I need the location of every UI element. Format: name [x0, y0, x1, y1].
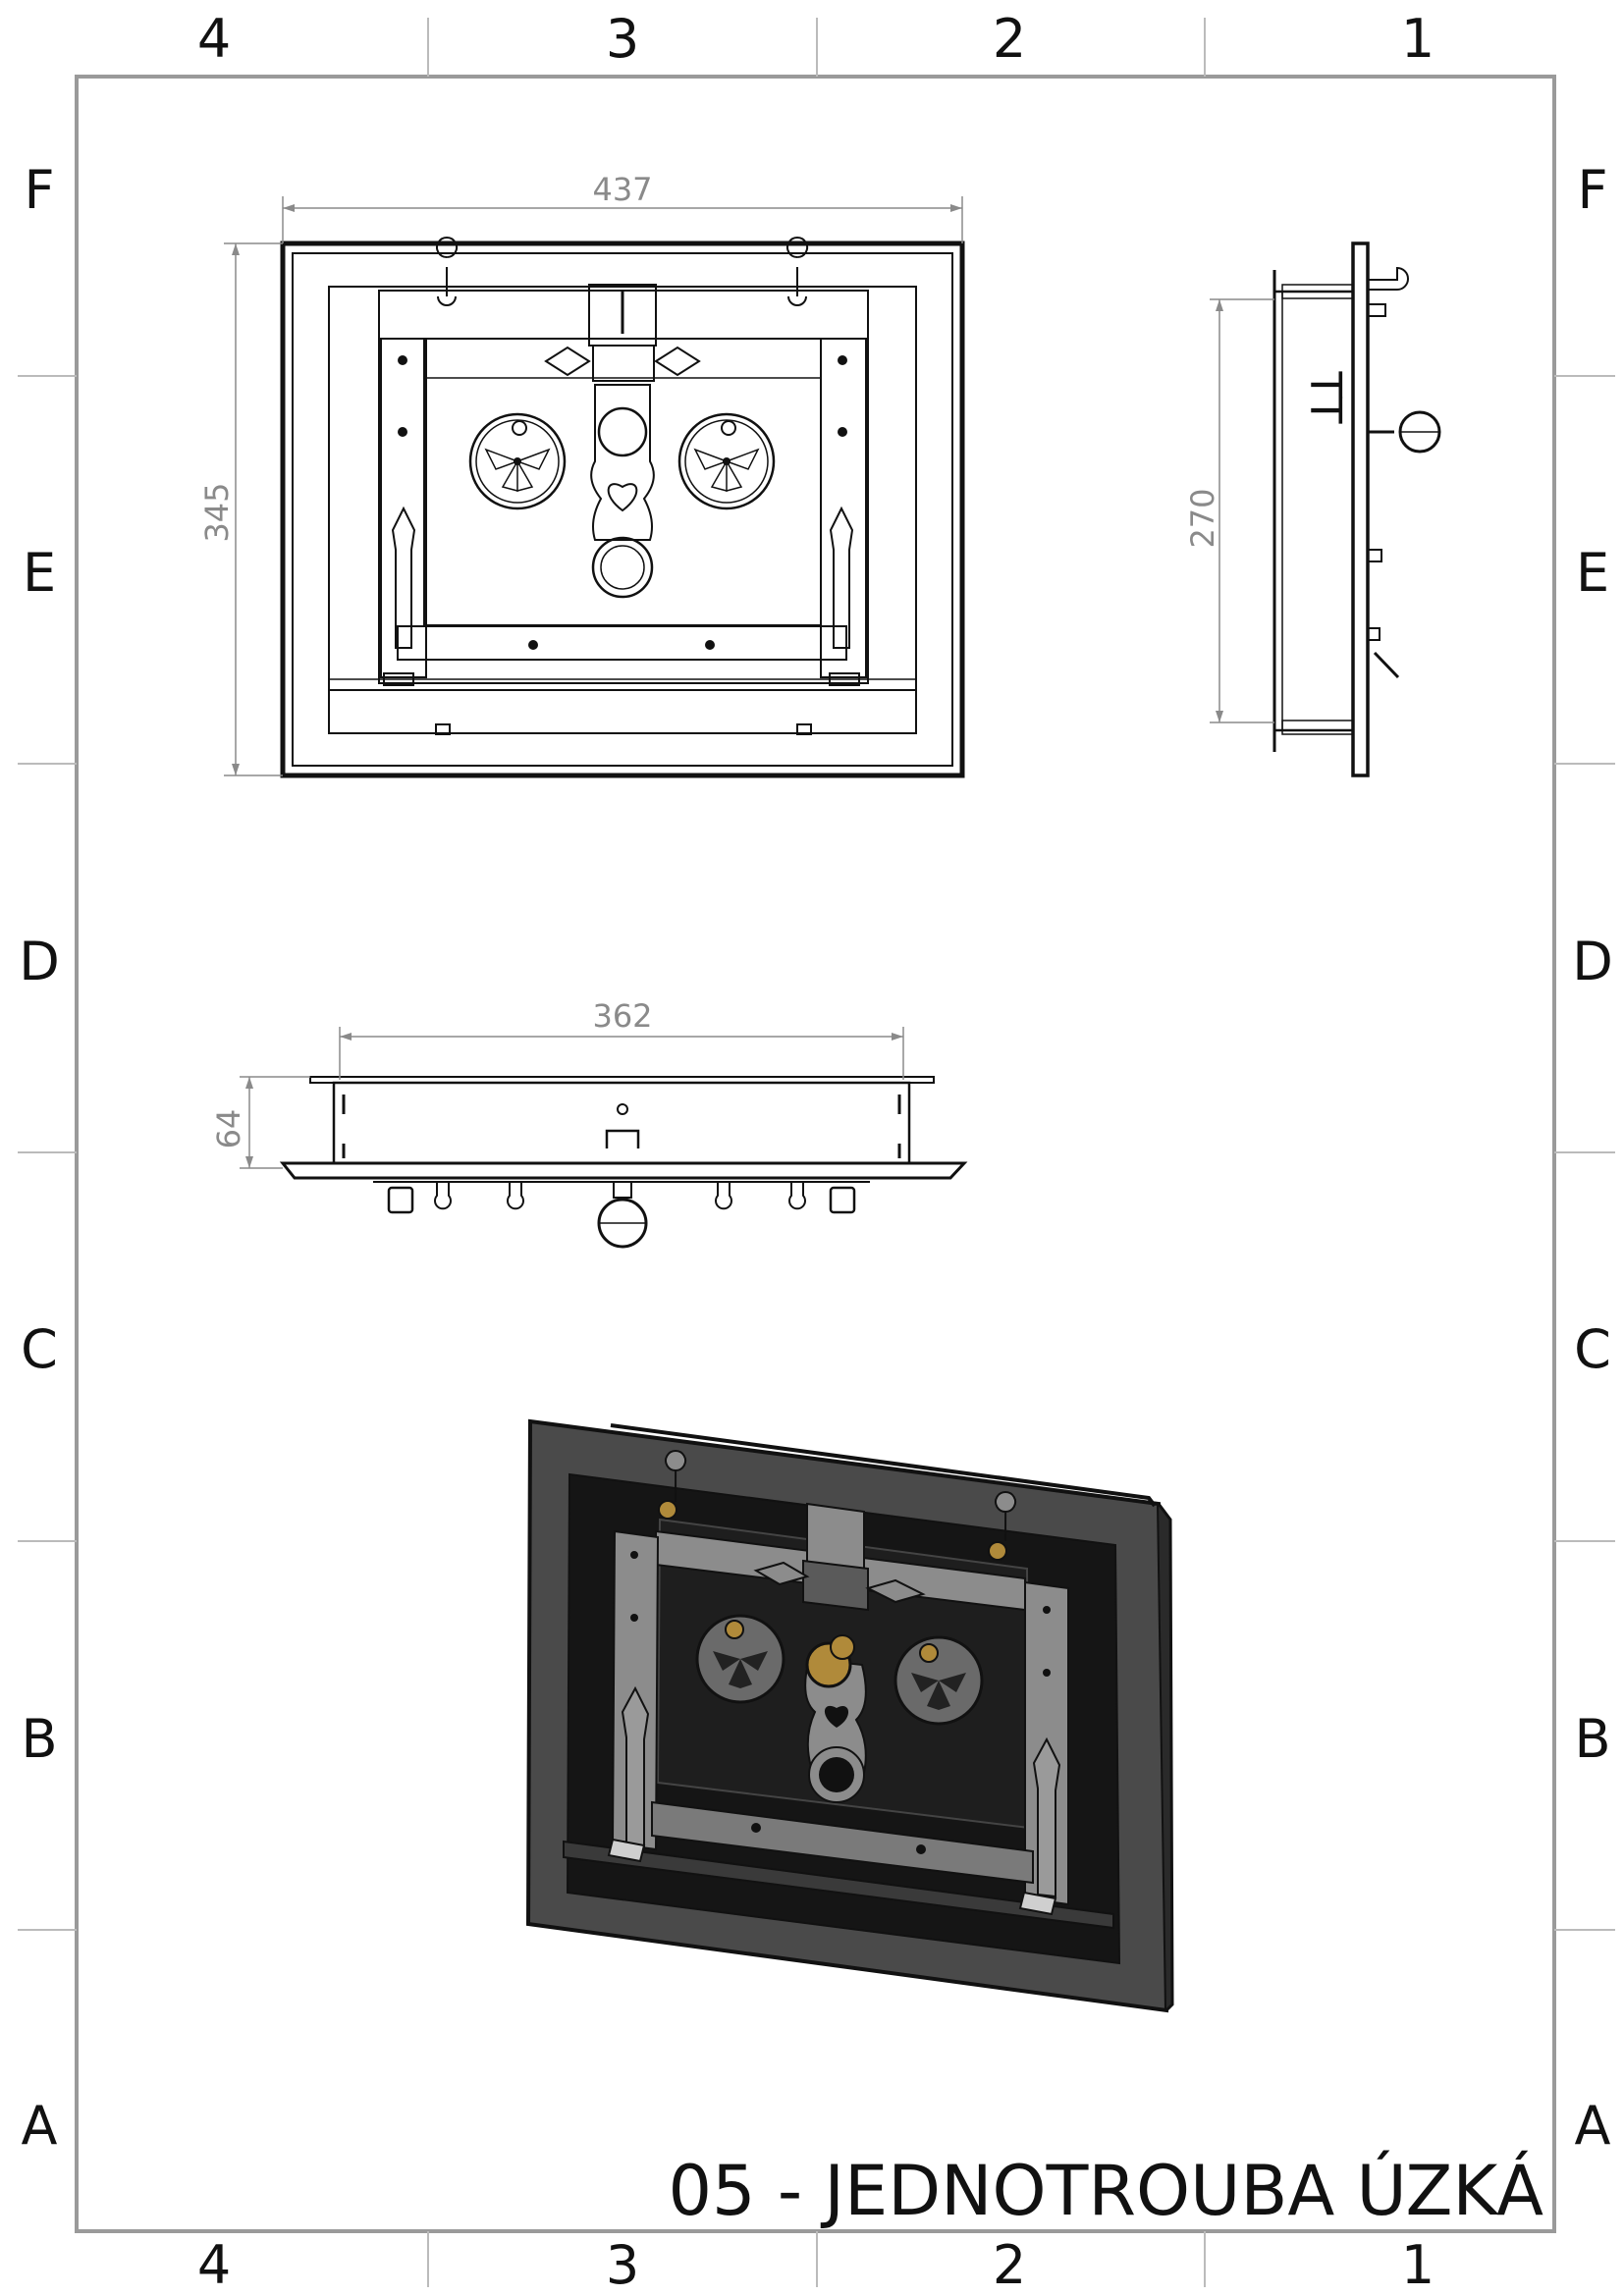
- zone-col-1-bottom: 1: [1401, 2234, 1435, 2296]
- zone-col-4-bottom: 4: [197, 2234, 231, 2296]
- zone-row-a-right: A: [1575, 2095, 1611, 2157]
- zone-col-1-top: 1: [1401, 8, 1435, 70]
- zone-row-e-left: E: [23, 542, 56, 604]
- zone-row-b-left: B: [21, 1708, 57, 1770]
- zone-row-f-left: F: [24, 159, 54, 221]
- zone-col-3-bottom: 3: [606, 2234, 639, 2296]
- zone-col-2-bottom: 2: [993, 2234, 1026, 2296]
- zone-row-d-left: D: [19, 931, 60, 992]
- zone-col-2-top: 2: [993, 8, 1026, 70]
- zone-row-b-right: B: [1574, 1708, 1610, 1770]
- side-dimensions: [1210, 298, 1274, 723]
- zone-row-f-right: F: [1577, 159, 1607, 221]
- zone-row-d-right: D: [1572, 931, 1613, 992]
- zone-row-c-right: C: [1574, 1318, 1611, 1380]
- dimension-side-height: 270: [1184, 488, 1221, 548]
- front-view: [280, 237, 965, 778]
- zone-row-c-left: C: [21, 1318, 58, 1380]
- zone-row-a-left: A: [22, 2095, 58, 2157]
- dimension-front-height: 345: [198, 482, 236, 542]
- top-dimensions: [240, 1027, 904, 1169]
- zone-row-e-right: E: [1576, 542, 1609, 604]
- zone-col-4-top: 4: [197, 8, 231, 70]
- isometric-render: [525, 1418, 1174, 2013]
- drawing-title: 05 - JEDNOTROUBA ÚZKÁ: [669, 2151, 1544, 2231]
- top-view: [279, 1076, 968, 1249]
- dimension-top-depth: 64: [210, 1109, 247, 1149]
- front-dimensions: [224, 196, 963, 776]
- side-view-marking: TT: [1300, 371, 1350, 424]
- dimension-top-width: 362: [592, 997, 652, 1035]
- dimension-front-width: 437: [592, 171, 652, 208]
- zone-col-3-top: 3: [606, 8, 639, 70]
- sheet-border: [18, 18, 1615, 2287]
- side-view: TT: [1272, 241, 1441, 777]
